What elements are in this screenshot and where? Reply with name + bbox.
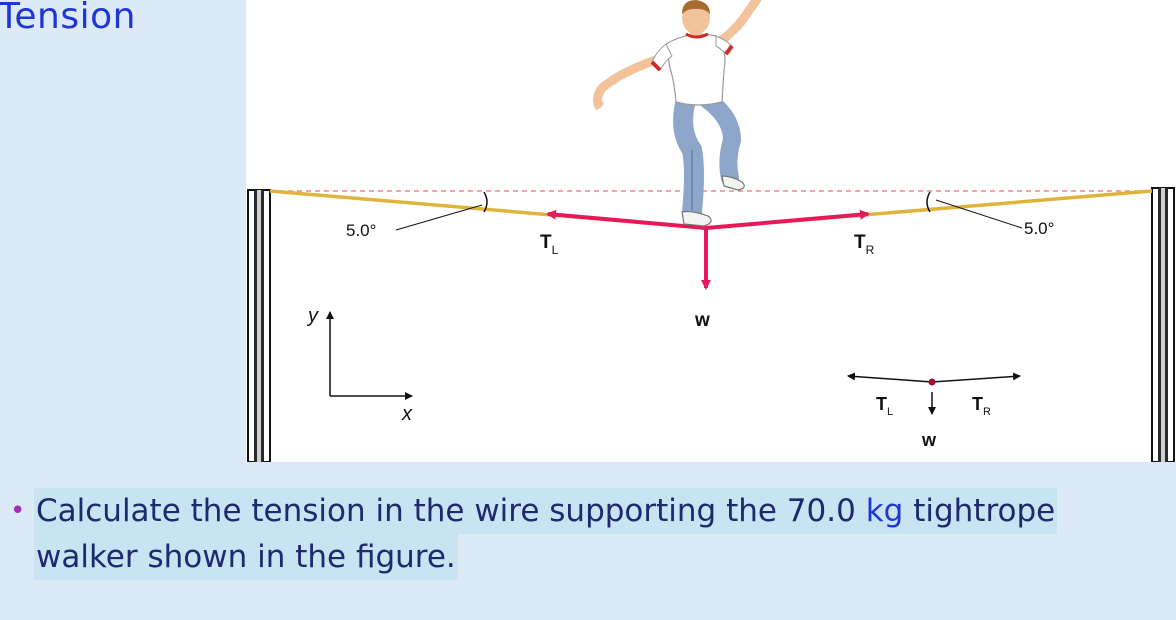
left-post: [247, 189, 271, 462]
fbd-tension-right-label: TR: [972, 394, 991, 418]
tension-left-label: TL: [540, 232, 559, 257]
right-angle-leader: [935, 199, 1023, 229]
fbd-tension-right-arrow: [931, 372, 1021, 383]
fbd-point: [928, 378, 936, 386]
y-axis-label: y: [306, 305, 319, 327]
free-body-diagram: TL TR w: [847, 372, 1021, 450]
x-axis-label: x: [401, 403, 413, 425]
tension-right-arrow: [705, 209, 870, 230]
fbd-weight-label: w: [921, 430, 937, 450]
unit-kg: kg: [865, 493, 904, 529]
right-post: [1151, 187, 1175, 462]
tension-right-label: TR: [854, 232, 875, 257]
left-angle-label: 5.0°: [346, 221, 376, 240]
question-line-1: Calculate the tension in the wire suppor…: [34, 488, 1058, 534]
left-angle-leader: [395, 204, 483, 231]
slide-title: Tension: [0, 0, 136, 37]
tightrope-diagram: 5.0° 5.0° TL TR w: [247, 0, 1175, 462]
fbd-tension-left-label: TL: [876, 394, 893, 418]
question-line-2: walker shown in the figure.: [34, 534, 458, 580]
tightrope-figure: 5.0° 5.0° TL TR w: [246, 0, 1176, 462]
tension-left-arrow: [546, 209, 707, 230]
fbd-tension-left-arrow: [847, 372, 933, 383]
right-angle-label: 5.0°: [1024, 219, 1054, 238]
bullet-dot-icon: •: [10, 496, 26, 526]
tightrope-walker: [593, 0, 762, 227]
weight-label: w: [694, 310, 710, 331]
left-angle-arc: [483, 191, 488, 213]
right-angle-arc: [926, 191, 931, 213]
coordinate-axes: [326, 311, 413, 400]
